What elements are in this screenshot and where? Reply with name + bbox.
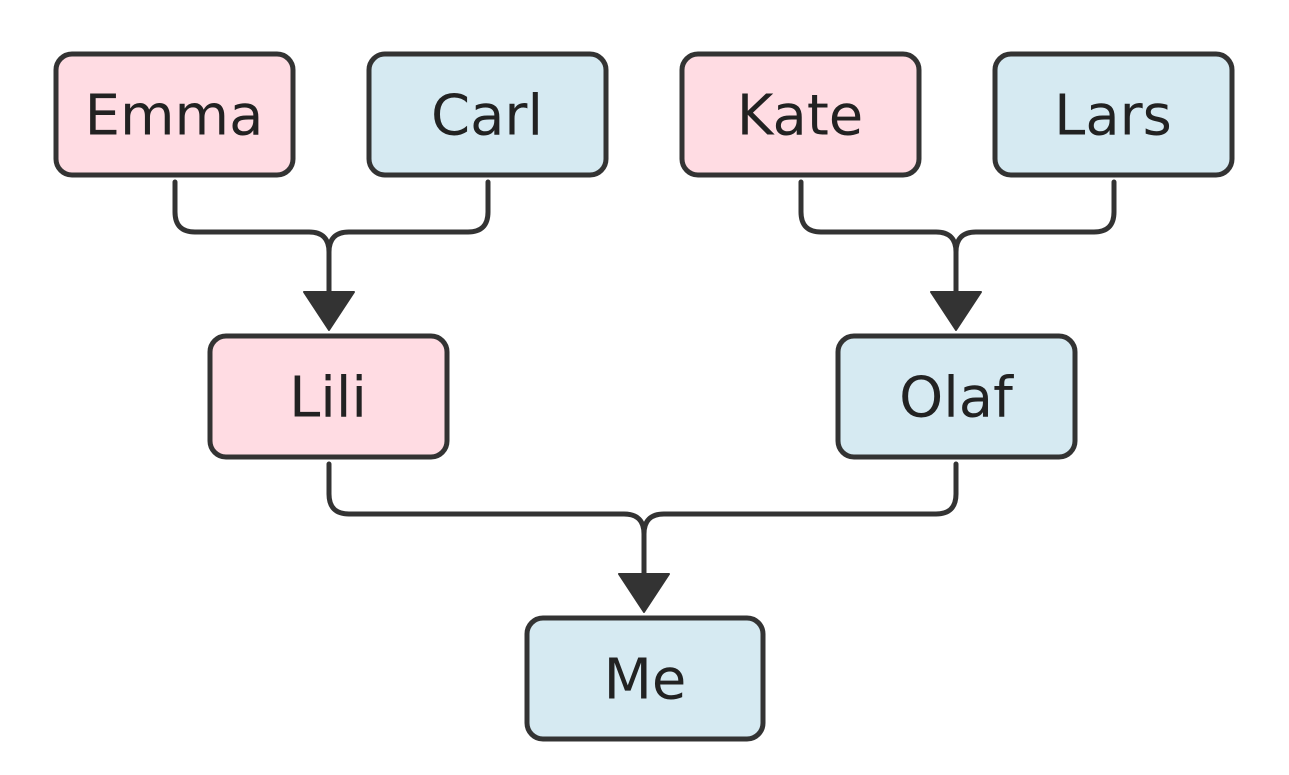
node-carl[interactable]: Carl	[366, 51, 609, 178]
arrowhead-lili	[303, 291, 355, 331]
node-emma-box	[53, 51, 296, 178]
node-carl-label: Carl	[431, 84, 543, 149]
node-kate[interactable]: Kate	[679, 51, 922, 178]
node-carl-box	[366, 51, 609, 178]
edge-olaf-to-me	[641, 461, 959, 577]
node-lars[interactable]: Lars	[992, 51, 1235, 178]
node-emma[interactable]: Emma	[53, 51, 296, 178]
arrowhead-olaf	[930, 291, 982, 331]
node-olaf[interactable]: Olaf	[835, 333, 1078, 460]
node-me[interactable]: Me	[524, 615, 766, 742]
node-lili-label: Lili	[289, 366, 367, 431]
node-kate-box	[679, 51, 922, 178]
edge-emma-to-lili	[172, 179, 332, 295]
arrowhead-me	[618, 573, 670, 613]
edge-carl-to-lili	[326, 179, 491, 295]
node-me-label: Me	[604, 648, 687, 713]
edge-lars-to-olaf	[953, 179, 1117, 295]
node-olaf-box	[835, 333, 1078, 460]
node-lars-box	[992, 51, 1235, 178]
node-me-box	[524, 615, 766, 742]
node-lars-label: Lars	[1054, 84, 1172, 149]
node-olaf-label: Olaf	[899, 366, 1014, 431]
node-kate-label: Kate	[737, 84, 863, 149]
edge-lili-to-me	[326, 461, 647, 577]
node-lili[interactable]: Lili	[207, 333, 450, 460]
node-lili-box	[207, 333, 450, 460]
node-emma-label: Emma	[85, 84, 264, 149]
edge-kate-to-olaf	[798, 179, 959, 295]
